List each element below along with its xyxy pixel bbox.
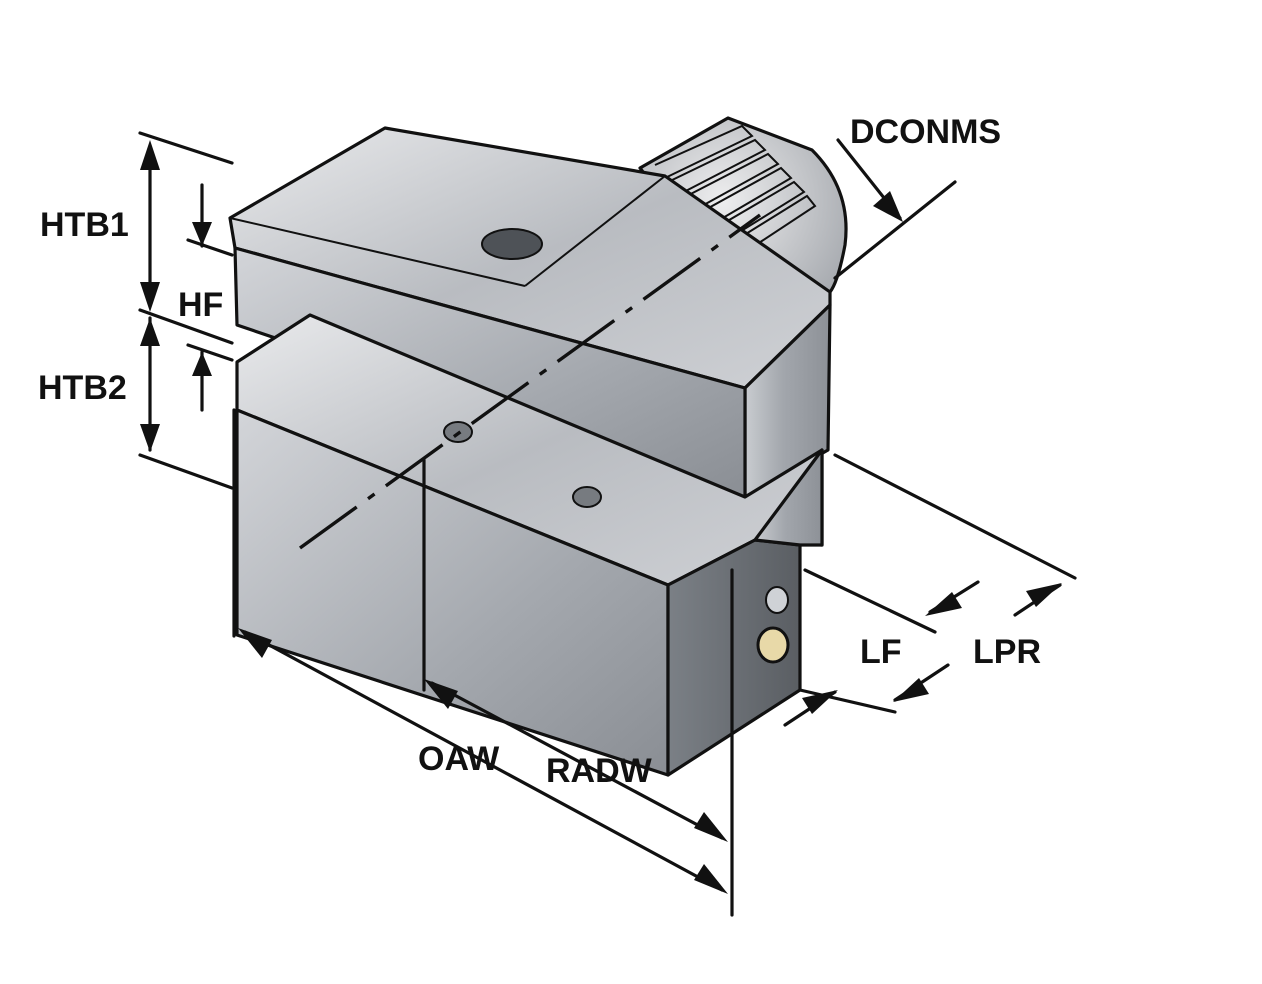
mid-hole-2 bbox=[572, 486, 602, 508]
label-dconms: DCONMS bbox=[850, 113, 1001, 151]
coolant-port-1 bbox=[765, 586, 789, 614]
top-hole bbox=[481, 228, 543, 260]
label-hf: HF bbox=[178, 286, 223, 324]
label-oaw: OAW bbox=[418, 740, 500, 778]
label-radw: RADW bbox=[546, 752, 653, 790]
label-htb2: HTB2 bbox=[38, 369, 127, 407]
dimension-lines bbox=[138, 131, 1077, 917]
coolant-port-2 bbox=[756, 626, 790, 664]
center-line bbox=[299, 213, 761, 550]
shank-serrations bbox=[654, 124, 817, 263]
label-lpr: LPR bbox=[973, 633, 1041, 671]
label-htb1: HTB1 bbox=[40, 206, 129, 244]
tool-holder-body bbox=[228, 116, 848, 777]
right-step bbox=[753, 448, 824, 547]
label-lf: LF bbox=[860, 633, 902, 671]
